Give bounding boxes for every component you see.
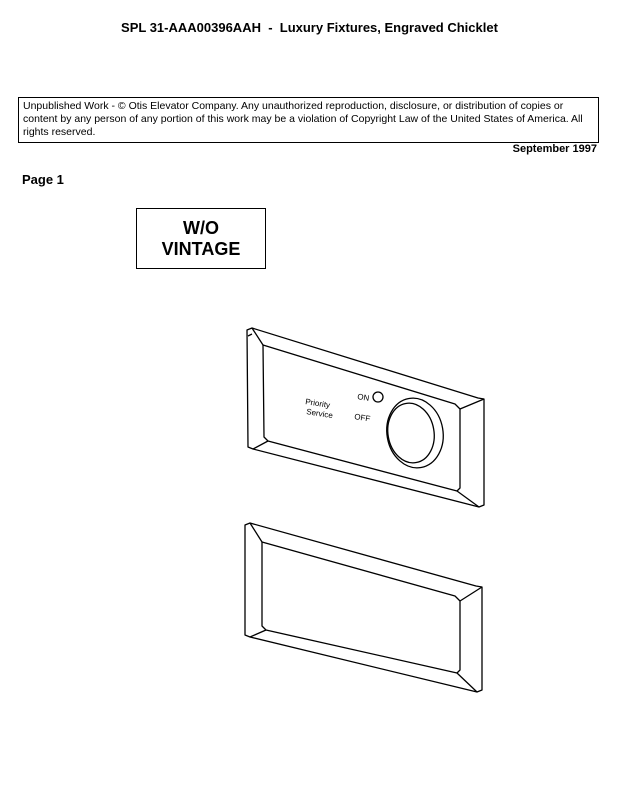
- document-date: September 1997: [512, 143, 597, 155]
- vintage-label-box: W/O VINTAGE: [136, 208, 266, 269]
- service-label: Service: [306, 407, 334, 420]
- on-label: ON: [357, 392, 370, 403]
- priority-service-plate: [246, 327, 485, 508]
- document-title: SPL 31-AAA00396AAH - Luxury Fixtures, En…: [121, 20, 498, 35]
- vintage-label-line1: W/O: [183, 218, 219, 238]
- vintage-label-line2: VINTAGE: [161, 239, 241, 259]
- key-switch-bezel: [387, 402, 435, 464]
- copyright-notice: Unpublished Work - © Otis Elevator Compa…: [18, 97, 599, 143]
- blank-plate: [244, 522, 483, 693]
- on-indicator-light: [372, 391, 384, 403]
- off-label: OFF: [354, 412, 371, 423]
- key-switch-ring: [386, 397, 444, 469]
- page-number: Page 1: [22, 172, 64, 187]
- priority-label: Priority: [305, 397, 331, 410]
